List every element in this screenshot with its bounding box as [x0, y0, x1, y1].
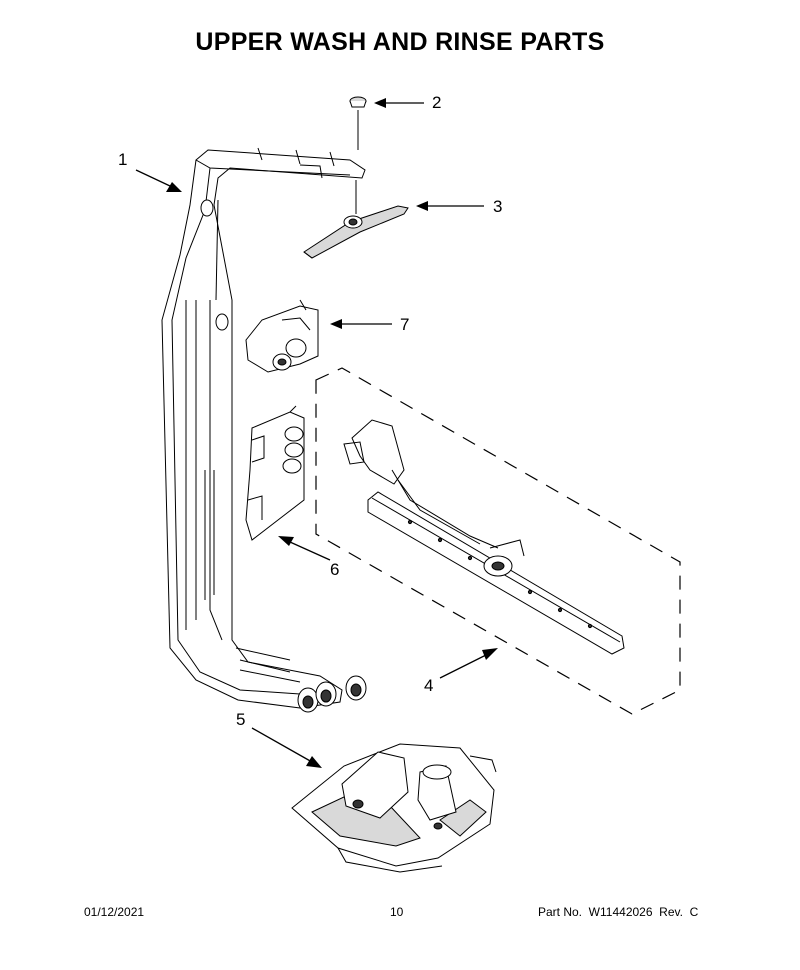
- callout-label-2: 2: [432, 93, 442, 112]
- part-1-supply-tube[interactable]: [161, 147, 367, 713]
- part-6-manifold[interactable]: [245, 405, 305, 541]
- callout-arrow-5: [251, 727, 322, 768]
- callout-arrow-6: [278, 536, 331, 561]
- part-5-sump-assembly[interactable]: [291, 743, 497, 873]
- callout-arrow-1: [135, 169, 182, 192]
- part-3-upper-spray-arm[interactable]: [303, 205, 409, 259]
- footer-date: 01/12/2021: [84, 905, 145, 919]
- callout-arrow-4: [439, 648, 498, 679]
- callout-arrow-3: [416, 201, 484, 211]
- callout-label-1: 1: [118, 150, 128, 169]
- part-2-cap[interactable]: [349, 96, 367, 214]
- part-4-lower-spray-arm-assembly[interactable]: [315, 367, 681, 715]
- page-title: UPPER WASH AND RINSE PARTS: [195, 28, 605, 56]
- callout-label-7: 7: [400, 315, 410, 334]
- part-7-diverter[interactable]: [245, 299, 319, 373]
- callout-label-5: 5: [236, 710, 246, 729]
- callout-arrow-2: [374, 98, 424, 108]
- footer-page-number: 10: [390, 905, 404, 919]
- callout-label-3: 3: [493, 197, 503, 216]
- footer-part-number: Part No. W11442026 Rev. C: [538, 905, 699, 919]
- callout-label-4: 4: [424, 676, 434, 695]
- callout-arrow-7: [330, 319, 392, 329]
- callout-label-6: 6: [330, 560, 340, 579]
